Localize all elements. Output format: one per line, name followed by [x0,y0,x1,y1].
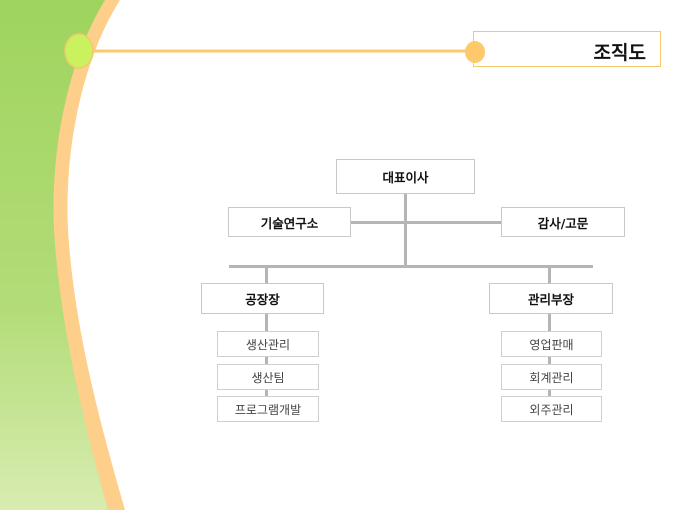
org-box-research-lab: 기술연구소 [228,207,351,237]
org-box-team: 생산관리 [217,331,319,357]
org-box-audit-advisor: 감사/고문 [501,207,625,237]
org-box-team: 생산팀 [217,364,319,390]
connector-staff-horizontal [351,221,501,224]
org-box-ceo: 대표이사 [336,159,475,194]
green-dot-icon [64,33,94,69]
org-box-team: 영업판매 [501,331,602,357]
org-box-factory-head: 공장장 [201,283,324,314]
orange-dot-icon [465,41,485,63]
org-box-team: 회계관리 [501,364,602,390]
org-box-team: 프로그램개발 [217,396,319,422]
org-box-admin-head: 관리부장 [489,283,613,314]
org-box-team: 외주관리 [501,396,602,422]
white-area [67,0,680,510]
connector-ceo-vertical [404,194,407,268]
title-box: 조직도 [473,31,661,67]
connector-dept-horizontal [229,265,593,268]
page-title: 조직도 [593,42,646,64]
